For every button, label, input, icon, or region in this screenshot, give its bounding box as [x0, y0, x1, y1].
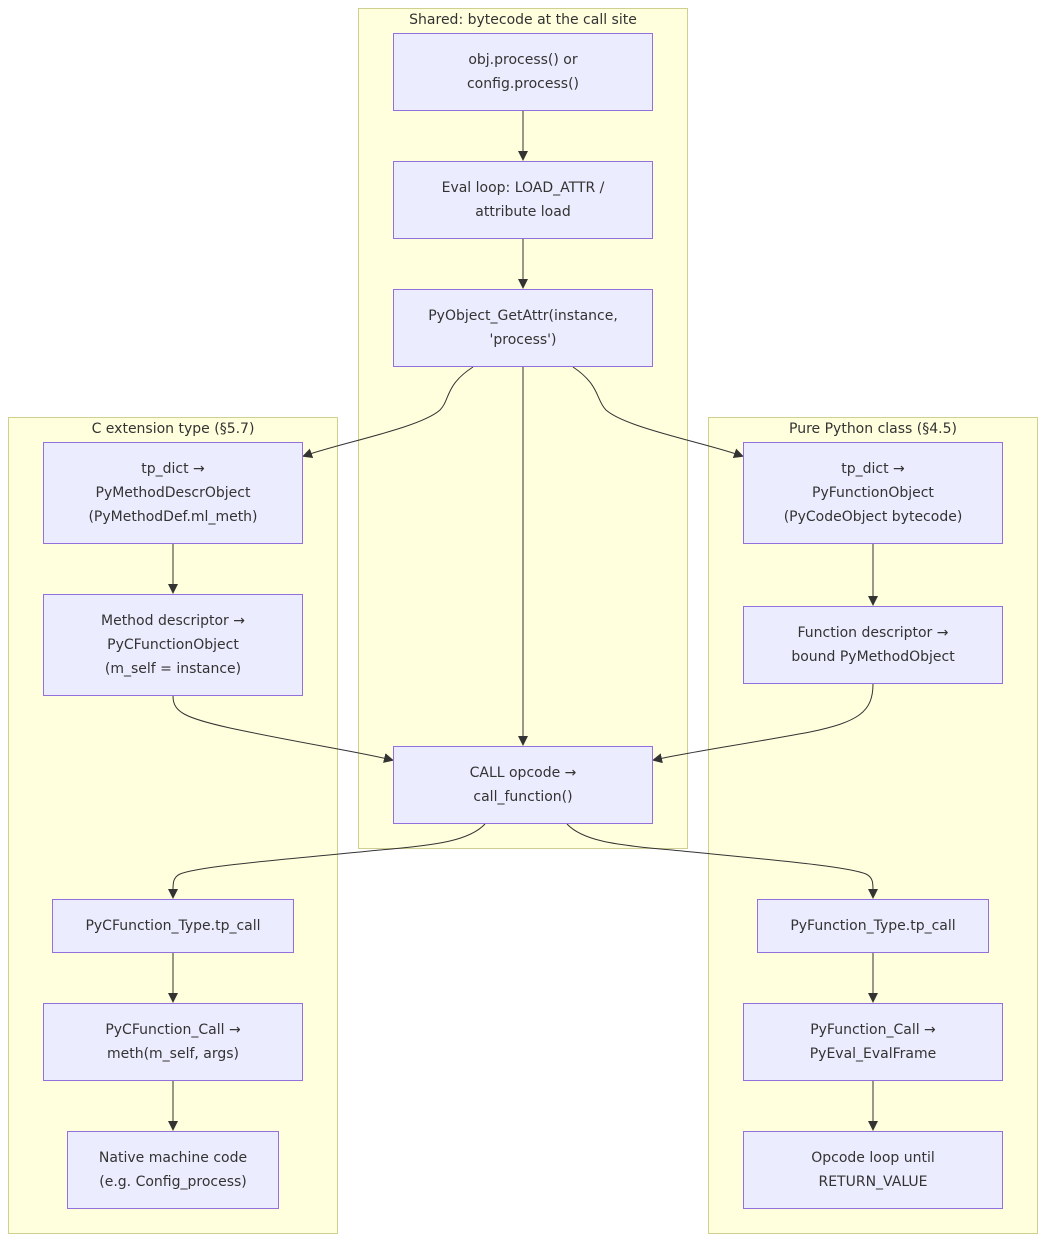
cluster-pure-python-title: Pure Python class (§4.5): [789, 421, 957, 437]
node-get-attr: PyObject_GetAttr(instance, 'process'): [393, 289, 653, 367]
edge-c-method-descr-to-call-opcode: [172, 695, 394, 763]
node-py-call: PyFunction_Call → PyEval_EvalFrame: [743, 1003, 1003, 1081]
node-py-opcode-loop: Opcode loop until RETURN_VALUE: [743, 1131, 1003, 1209]
node-eval-loop: Eval loop: LOAD_ATTR / attribute load: [393, 161, 653, 239]
node-c-native-code-label: Native machine code (e.g. Config_process…: [98, 1150, 248, 1190]
node-c-call-label: PyCFunction_Call → meth(m_self, args): [105, 1022, 241, 1062]
node-py-tp-dict: tp_dict → PyFunctionObject (PyCodeObject…: [743, 442, 1003, 544]
cluster-shared-title: Shared: bytecode at the call site: [409, 12, 637, 28]
edge-get-attr-to-py-tp-dict: [572, 366, 744, 458]
node-call-site: obj.process() or config.process(): [393, 33, 653, 111]
node-c-method-descriptor-label: Method descriptor → PyCFunctionObject (m…: [101, 613, 245, 677]
node-py-tp-call: PyFunction_Type.tp_call: [757, 899, 989, 953]
node-py-function-descriptor-label: Function descriptor → bound PyMethodObje…: [791, 625, 955, 665]
node-call-site-label: obj.process() or config.process(): [466, 52, 579, 92]
cluster-c-extension-title: C extension type (§5.7): [91, 421, 255, 437]
node-py-tp-call-label: PyFunction_Type.tp_call: [790, 918, 956, 934]
node-py-opcode-loop-label: Opcode loop until RETURN_VALUE: [811, 1150, 935, 1190]
node-py-tp-dict-label: tp_dict → PyFunctionObject (PyCodeObject…: [783, 461, 963, 525]
node-get-attr-label: PyObject_GetAttr(instance, 'process'): [428, 308, 618, 348]
node-c-tp-dict: tp_dict → PyMethodDescrObject (PyMethodD…: [43, 442, 303, 544]
edge-py-func-descr-to-call-opcode: [652, 683, 874, 764]
node-c-method-descriptor: Method descriptor → PyCFunctionObject (m…: [43, 594, 303, 696]
node-c-tp-dict-label: tp_dict → PyMethodDescrObject (PyMethodD…: [88, 461, 258, 525]
node-py-function-descriptor: Function descriptor → bound PyMethodObje…: [743, 606, 1003, 684]
edge-call-opcode-to-py-tp-call: [566, 823, 879, 899]
node-call-opcode-label: CALL opcode → call_function(): [469, 765, 577, 805]
node-eval-loop-label: Eval loop: LOAD_ATTR / attribute load: [441, 180, 605, 220]
node-c-tp-call: PyCFunction_Type.tp_call: [52, 899, 294, 953]
node-c-call: PyCFunction_Call → meth(m_self, args): [43, 1003, 303, 1081]
edge-get-attr-to-c-tp-dict: [302, 366, 474, 458]
node-c-native-code: Native machine code (e.g. Config_process…: [67, 1131, 279, 1209]
node-call-opcode: CALL opcode → call_function(): [393, 746, 653, 824]
edge-call-opcode-to-c-tp-call: [167, 823, 486, 899]
node-c-tp-call-label: PyCFunction_Type.tp_call: [85, 918, 261, 934]
node-py-call-label: PyFunction_Call → PyEval_EvalFrame: [809, 1022, 937, 1062]
